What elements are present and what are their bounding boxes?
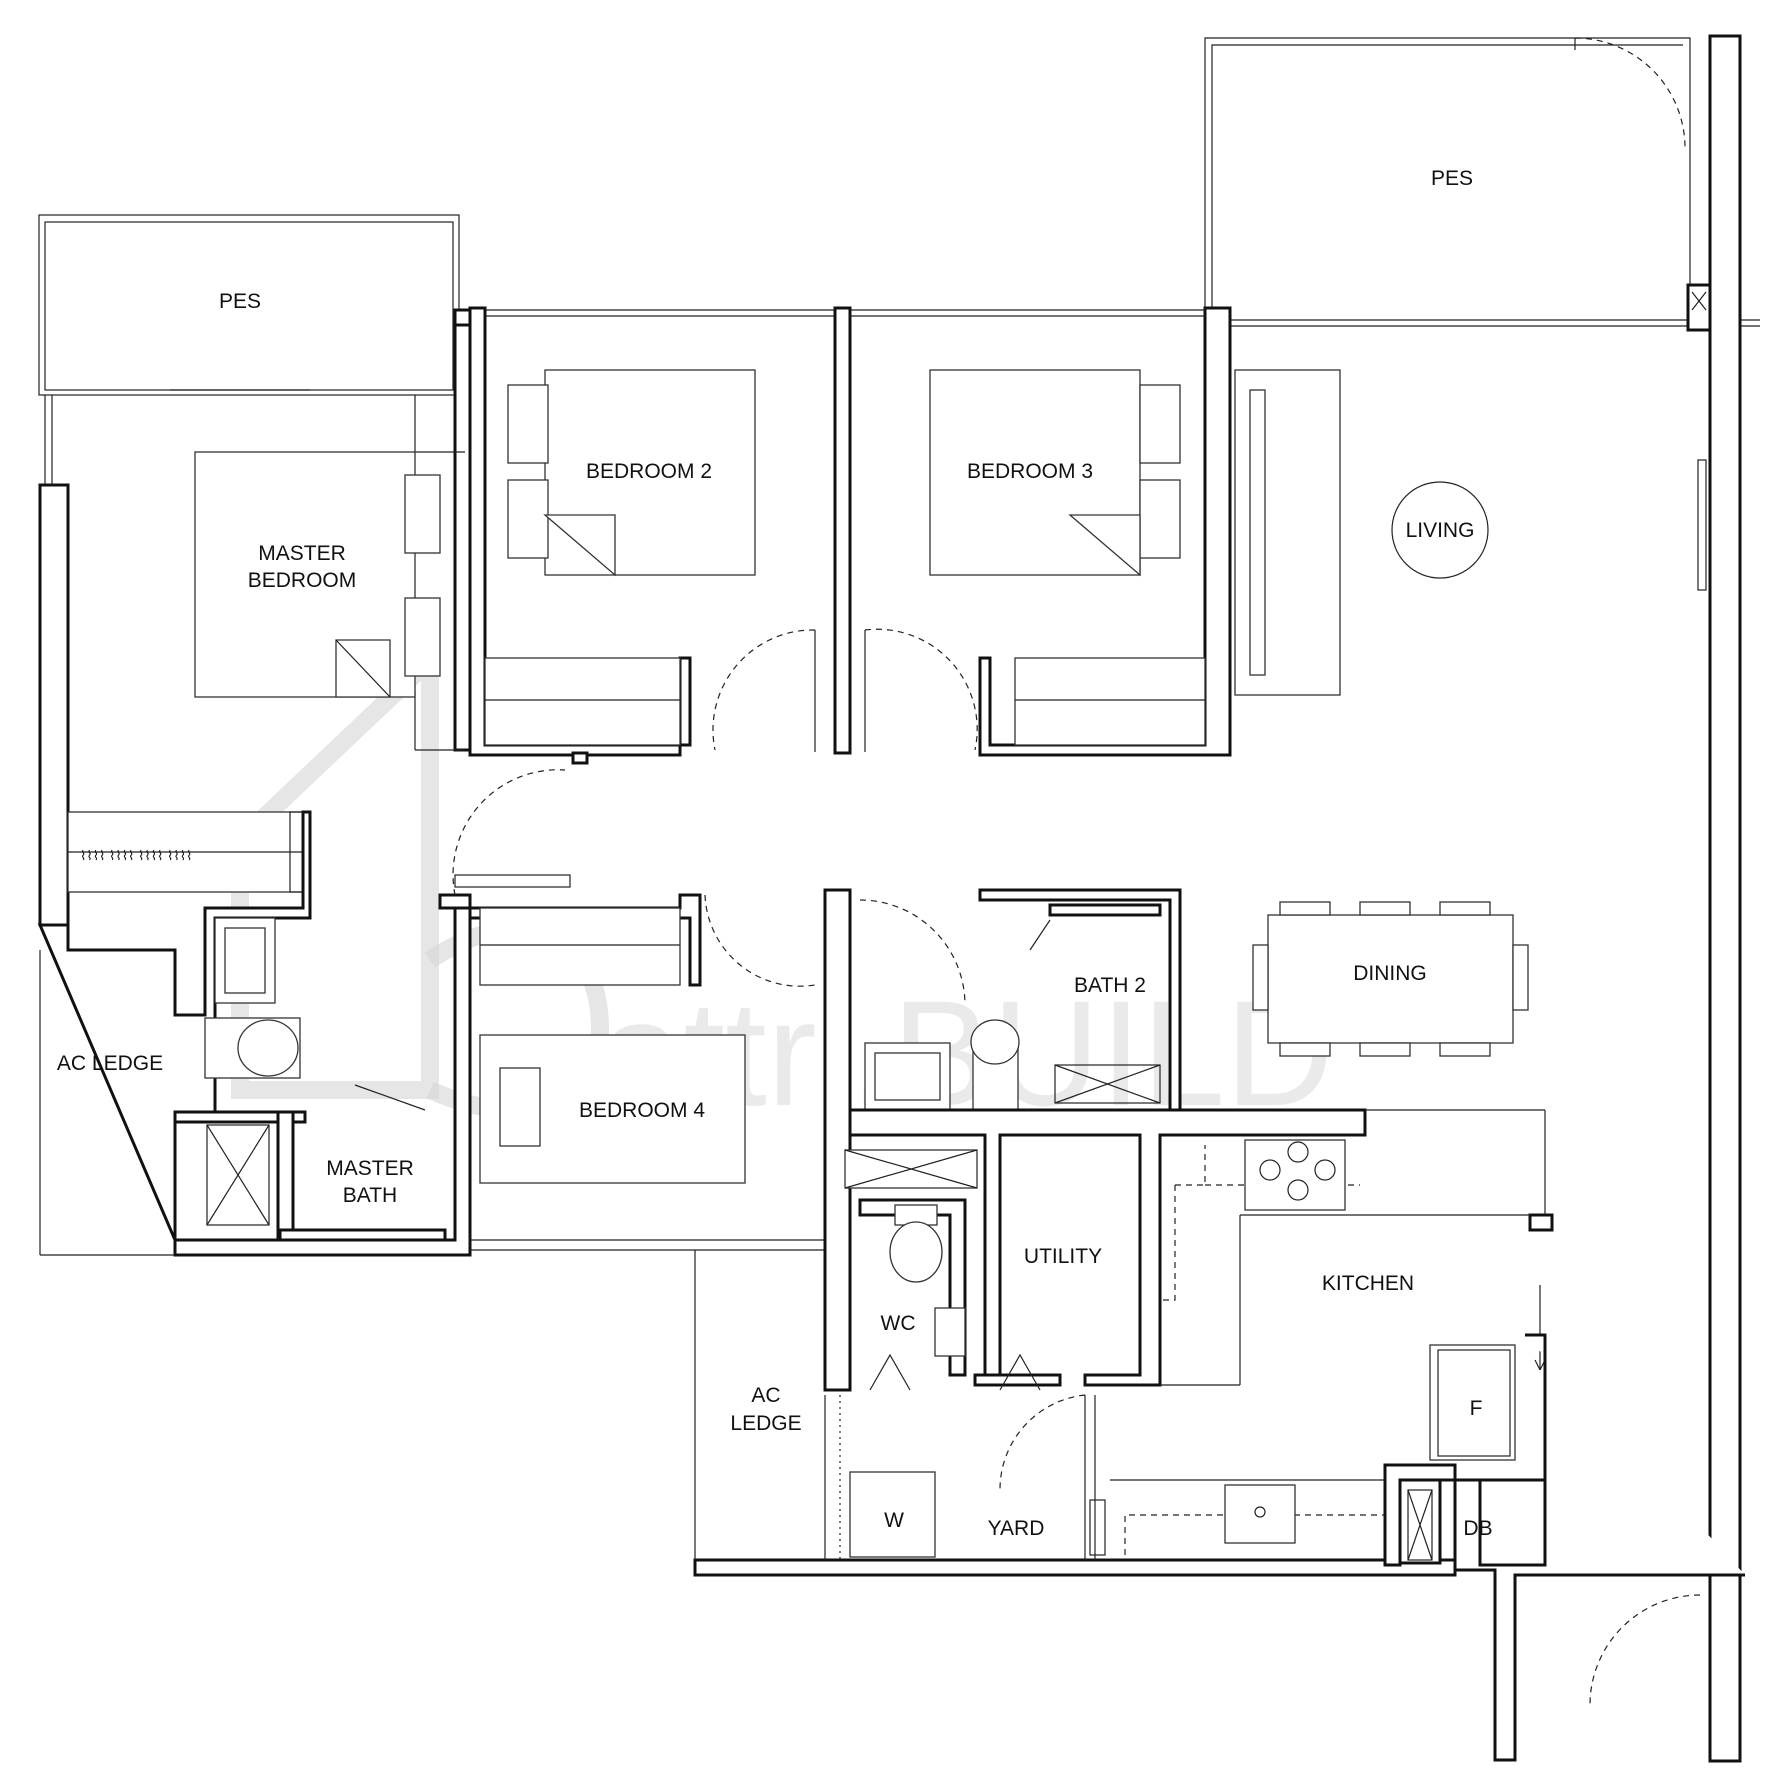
label-washer: W	[884, 1509, 904, 1532]
label-master-bedroom-2: BEDROOM	[248, 569, 357, 592]
master-bedroom-walls	[38, 308, 482, 927]
master-wardrobe: ⌇⌇⌇⌇ ⌇⌇⌇⌇ ⌇⌇⌇⌇ ⌇⌇⌇⌇	[67, 811, 304, 893]
label-ac-ledge-mid-1: AC	[751, 1384, 780, 1407]
label-bedroom4: BEDROOM 4	[579, 1099, 705, 1122]
label-ac-ledge-mid-2: LEDGE	[730, 1412, 801, 1435]
label-bath2: BATH 2	[1074, 974, 1146, 997]
pes-right-area	[1204, 37, 1760, 327]
label-utility: UTILITY	[1024, 1245, 1102, 1268]
label-ac-ledge-left: AC LEDGE	[57, 1052, 163, 1075]
label-bedroom2: BEDROOM 2	[586, 460, 712, 483]
label-master-bath-1: MASTER	[326, 1157, 414, 1180]
label-kitchen: KITCHEN	[1322, 1272, 1414, 1295]
bedroom3-wardrobe	[1014, 657, 1206, 746]
kitchen-counter	[1160, 1139, 1546, 1461]
bedroom4-wardrobe	[479, 907, 681, 986]
bedroom2-walls	[468, 306, 852, 765]
label-master-bath-2: BATH	[343, 1184, 397, 1207]
exterior-wall-right	[1589, 34, 1742, 1763]
kitchen-utility-walls	[848, 1108, 1554, 1387]
room-labels: PES PES MASTER BEDROOM BEDROOM 2 BEDROOM…	[57, 167, 1493, 1540]
master-bath-walls	[37, 810, 472, 1257]
bath2-walls	[823, 888, 1182, 1392]
label-bedroom3: BEDROOM 3	[967, 460, 1093, 483]
master-bed	[194, 451, 441, 698]
svg-text:⌇⌇⌇⌇ ⌇⌇⌇⌇ ⌇⌇⌇⌇ ⌇⌇⌇⌇: ⌇⌇⌇⌇ ⌇⌇⌇⌇ ⌇⌇⌇⌇ ⌇⌇⌇⌇	[80, 848, 192, 863]
label-master-bedroom-1: MASTER	[258, 542, 346, 565]
bedroom2-door-swing	[712, 629, 816, 751]
wc-fixtures	[844, 1149, 1041, 1391]
label-fridge: F	[1470, 1397, 1483, 1420]
bedroom3-bed	[929, 369, 1181, 577]
label-pes-left: PES	[219, 290, 261, 313]
master-bath-fixtures	[204, 917, 426, 1226]
pes-left-area	[38, 214, 460, 396]
bedroom4-bed	[479, 1034, 746, 1184]
bedroom2-wardrobe	[484, 657, 681, 746]
bedroom4-door-swing	[704, 894, 816, 987]
label-wc: WC	[881, 1312, 916, 1335]
label-dining: DINING	[1353, 962, 1427, 985]
label-living: LIVING	[1406, 519, 1475, 542]
bedroom2-bed	[507, 369, 756, 577]
bedroom3-door-swing	[864, 628, 978, 751]
label-db: DB	[1463, 1517, 1492, 1540]
dining-table	[1252, 901, 1529, 1057]
bath2-fixtures	[859, 899, 1051, 1111]
living-marker	[1391, 481, 1489, 579]
living-sofa	[1234, 369, 1489, 696]
yard-walls	[693, 1250, 1745, 1762]
label-pes-right: PES	[1431, 167, 1473, 190]
label-yard: YARD	[988, 1517, 1045, 1540]
